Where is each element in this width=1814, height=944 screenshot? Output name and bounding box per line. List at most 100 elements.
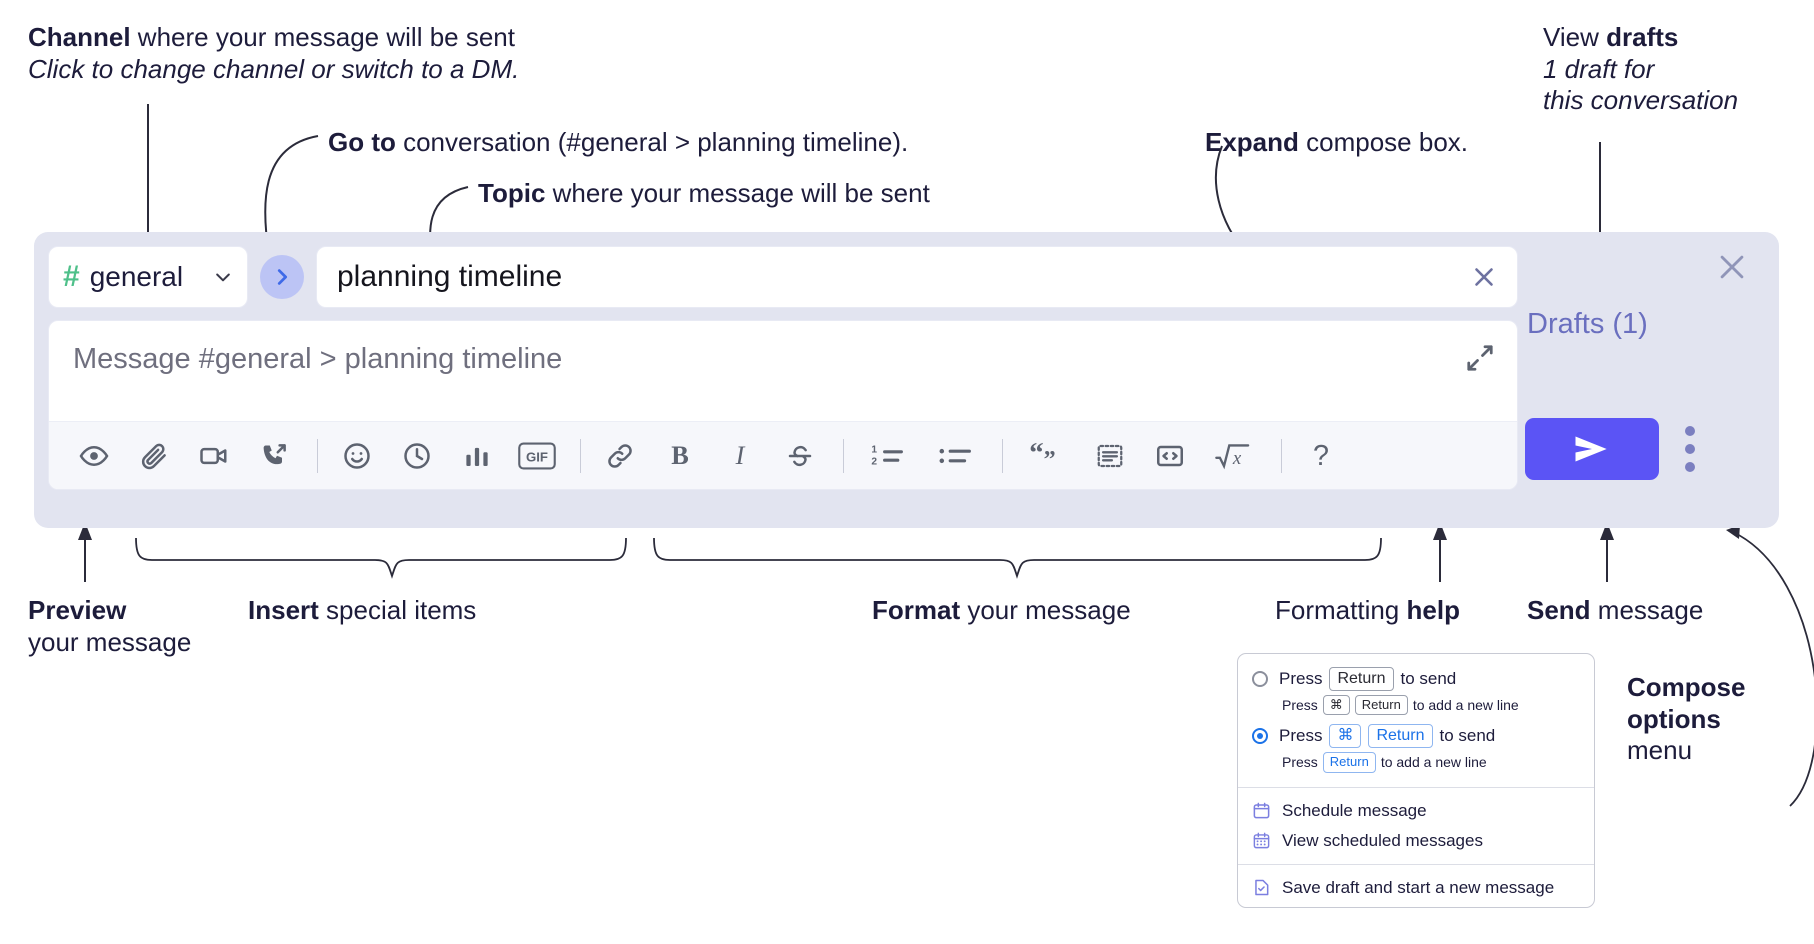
audio-clip-button[interactable] bbox=[251, 433, 297, 479]
drafts-link[interactable]: Drafts (1) bbox=[1527, 308, 1648, 340]
schedule-button[interactable] bbox=[394, 433, 440, 479]
emoji-button[interactable] bbox=[334, 433, 380, 479]
annotation-topic-bold: Topic bbox=[478, 178, 546, 208]
gif-button[interactable]: GIF bbox=[514, 433, 560, 479]
code-block-button[interactable] bbox=[1087, 433, 1133, 479]
send-paper-plane-icon bbox=[1570, 427, 1614, 471]
annotation-expand-rest: compose box. bbox=[1298, 127, 1469, 157]
annotation-drafts: View drafts 1 draft for this conversatio… bbox=[1543, 22, 1738, 117]
key-command: ⌘ bbox=[1329, 724, 1362, 749]
annotation-preview: Preview your message bbox=[28, 595, 191, 658]
annotation-goto-bold: Go to bbox=[328, 127, 396, 157]
italic-button[interactable]: I bbox=[717, 433, 763, 479]
send-option-return[interactable]: Press Return to send bbox=[1238, 664, 1594, 694]
math-button[interactable]: x bbox=[1207, 433, 1261, 479]
send-button[interactable] bbox=[1525, 418, 1659, 480]
radio-selected-icon[interactable] bbox=[1252, 728, 1268, 745]
menu-divider bbox=[1238, 863, 1594, 865]
link-button[interactable] bbox=[597, 433, 643, 479]
annotation-compose-options: Compose options menu bbox=[1627, 672, 1745, 767]
topic-value: planning timeline bbox=[337, 260, 563, 293]
message-input[interactable]: Message #general > planning timeline bbox=[49, 321, 1517, 421]
menu-item-save-draft[interactable]: Save draft and start a new message bbox=[1238, 873, 1594, 903]
blockquote-button[interactable]: “” bbox=[1019, 433, 1073, 479]
annotation-format-rest: your message bbox=[960, 595, 1131, 625]
option-2-suffix: to send bbox=[1439, 726, 1496, 746]
annotation-formatting-help: Formatting help bbox=[1275, 595, 1460, 627]
file-check-icon bbox=[1252, 878, 1271, 897]
video-clip-button[interactable] bbox=[191, 433, 237, 479]
topic-field[interactable]: planning timeline bbox=[316, 246, 1518, 308]
annotation-help-bold: help bbox=[1406, 595, 1460, 625]
attach-button[interactable] bbox=[131, 433, 177, 479]
svg-text:1: 1 bbox=[871, 444, 877, 455]
channel-name: general bbox=[89, 261, 184, 292]
hash-icon: # bbox=[63, 260, 80, 293]
option-2-sub-press: Press bbox=[1282, 754, 1318, 771]
bullet-list-button[interactable] bbox=[928, 433, 982, 479]
send-option-cmd-return[interactable]: Press ⌘ Return to send bbox=[1238, 721, 1594, 751]
channel-selector[interactable]: # general bbox=[48, 246, 248, 308]
compose-options-menu: Press Return to send Press ⌘ Return to a… bbox=[1237, 653, 1595, 908]
annotation-compose-bold2: options bbox=[1627, 703, 1721, 734]
option-2-press: Press bbox=[1279, 726, 1323, 746]
annotation-drafts-bold: drafts bbox=[1606, 22, 1679, 52]
close-icon[interactable] bbox=[1469, 262, 1499, 292]
poll-button[interactable] bbox=[454, 433, 500, 479]
key-return: Return bbox=[1354, 695, 1408, 716]
annotation-help-plain: Formatting bbox=[1275, 595, 1407, 625]
annotation-preview-bold: Preview bbox=[28, 595, 127, 625]
annotation-goto: Go to conversation (#general > planning … bbox=[328, 127, 908, 159]
radio-unselected-icon[interactable] bbox=[1252, 671, 1268, 687]
annotation-preview-rest: your message bbox=[28, 626, 192, 657]
compose-panel: # general planning timeline bbox=[34, 232, 1779, 528]
more-vertical-icon[interactable] bbox=[1685, 426, 1695, 480]
annotation-channel-rest: where your message will be sent bbox=[130, 22, 515, 52]
annotation-topic-rest: where your message will be sent bbox=[545, 178, 930, 208]
annotation-channel-bold: Channel bbox=[28, 22, 131, 52]
bold-button[interactable]: B bbox=[657, 433, 703, 479]
close-icon[interactable] bbox=[1715, 250, 1749, 284]
preview-button[interactable] bbox=[71, 433, 117, 479]
inline-code-button[interactable] bbox=[1147, 433, 1193, 479]
annotation-format-bold: Format bbox=[872, 595, 961, 625]
separator-2 bbox=[580, 438, 581, 473]
annotation-format: Format your message bbox=[872, 595, 1131, 627]
option-1-suffix: to send bbox=[1400, 669, 1457, 688]
italic-label: I bbox=[735, 441, 746, 470]
svg-text:”: ” bbox=[1044, 446, 1056, 472]
svg-text:x: x bbox=[1232, 448, 1242, 469]
menu-item-view-scheduled-messages[interactable]: View scheduled messages bbox=[1238, 826, 1594, 856]
separator-4 bbox=[1002, 438, 1003, 473]
option-1-press: Press bbox=[1279, 669, 1323, 688]
kebab-dot bbox=[1685, 444, 1695, 454]
expand-diagonal-icon[interactable] bbox=[1465, 343, 1495, 373]
annotation-send-bold: Send bbox=[1527, 595, 1591, 625]
annotation-send-rest: message bbox=[1590, 595, 1704, 625]
annotation-insert: Insert special items bbox=[248, 595, 476, 627]
menu-item-schedule-message[interactable]: Schedule message bbox=[1238, 796, 1594, 826]
annotation-compose-plain: menu bbox=[1627, 735, 1693, 766]
key-command: ⌘ bbox=[1322, 695, 1350, 716]
key-return: Return bbox=[1322, 752, 1376, 773]
gif-label: GIF bbox=[526, 449, 548, 464]
menu-item-label: Save draft and start a new message bbox=[1282, 877, 1555, 897]
annotation-insert-rest: special items bbox=[318, 595, 477, 625]
calendar-grid-icon bbox=[1252, 831, 1271, 850]
menu-item-label: Schedule message bbox=[1282, 800, 1427, 820]
annotation-compose-bold1: Compose bbox=[1627, 672, 1746, 702]
annotation-goto-rest: conversation (#general > planning timeli… bbox=[395, 127, 909, 157]
help-button[interactable]: ? bbox=[1298, 433, 1344, 479]
separator-3 bbox=[843, 438, 844, 473]
key-return: Return bbox=[1368, 724, 1433, 749]
kebab-dot bbox=[1685, 426, 1695, 436]
compose-right-rail: Drafts (1) bbox=[1525, 246, 1755, 514]
annotation-drafts-sub1: 1 draft for bbox=[1543, 53, 1655, 84]
goto-conversation-button[interactable] bbox=[260, 255, 304, 299]
strikethrough-button[interactable] bbox=[777, 433, 823, 479]
annotation-channel-sub: Click to change channel or switch to a D… bbox=[28, 53, 520, 84]
help-label: ? bbox=[1313, 439, 1329, 471]
calendar-icon bbox=[1252, 801, 1271, 820]
